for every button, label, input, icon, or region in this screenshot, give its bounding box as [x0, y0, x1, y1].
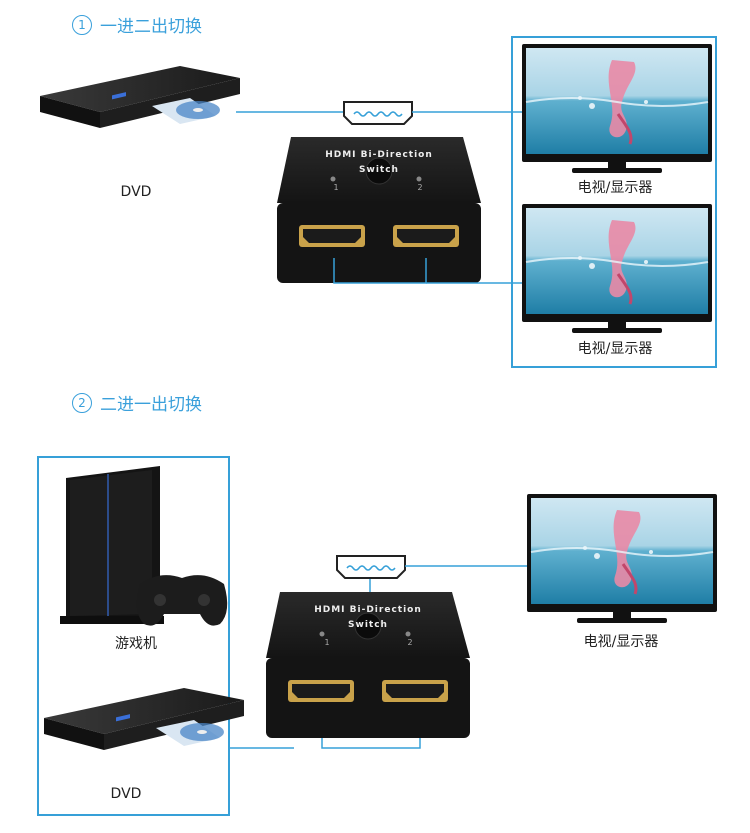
- game-console: [60, 466, 164, 624]
- outputs-frame: [511, 36, 717, 368]
- dvd-player-1: [40, 66, 240, 128]
- section-2-number: 2: [72, 392, 92, 413]
- tv-2-label: 电视/显示器: [577, 341, 653, 357]
- switch-2-port1: 1: [324, 638, 329, 647]
- dvd-player-2: [44, 688, 244, 750]
- switch-2-port2: 2: [407, 638, 412, 647]
- gamepad-icon: [136, 575, 228, 626]
- hdmi-plug-icon-1: [343, 101, 413, 125]
- tv-3-label: 电视/显示器: [583, 634, 659, 650]
- switch-1-line1: HDMI Bi-Direction: [325, 150, 433, 160]
- tv-3: [525, 492, 719, 625]
- game-console-label: 游戏机: [115, 636, 157, 652]
- sources-frame: [37, 456, 230, 816]
- dvd-label-1: DVD: [120, 184, 152, 200]
- switch-2-line2: Switch: [348, 620, 388, 630]
- hdmi-plug-icon-2: [336, 555, 406, 579]
- section-2-title: 2 二进一出切换: [72, 390, 202, 415]
- switch-2-line1: HDMI Bi-Direction: [314, 605, 422, 615]
- section-1-heading: 一进二出切换: [100, 17, 202, 37]
- tv-1-label: 电视/显示器: [577, 180, 653, 196]
- switch-1-port1: 1: [333, 183, 338, 192]
- dvd-label-2: DVD: [110, 786, 142, 802]
- switch-ports-line-1: [333, 258, 427, 284]
- section-1-number: 1: [72, 14, 92, 35]
- tv-2: [520, 202, 714, 335]
- tv-1: [520, 42, 714, 175]
- switch-1-port2: 2: [417, 183, 422, 192]
- section-1-title: 1 一进二出切换: [72, 12, 202, 37]
- section-2-heading: 二进一出切换: [100, 395, 202, 415]
- switch-1-line2: Switch: [359, 165, 399, 175]
